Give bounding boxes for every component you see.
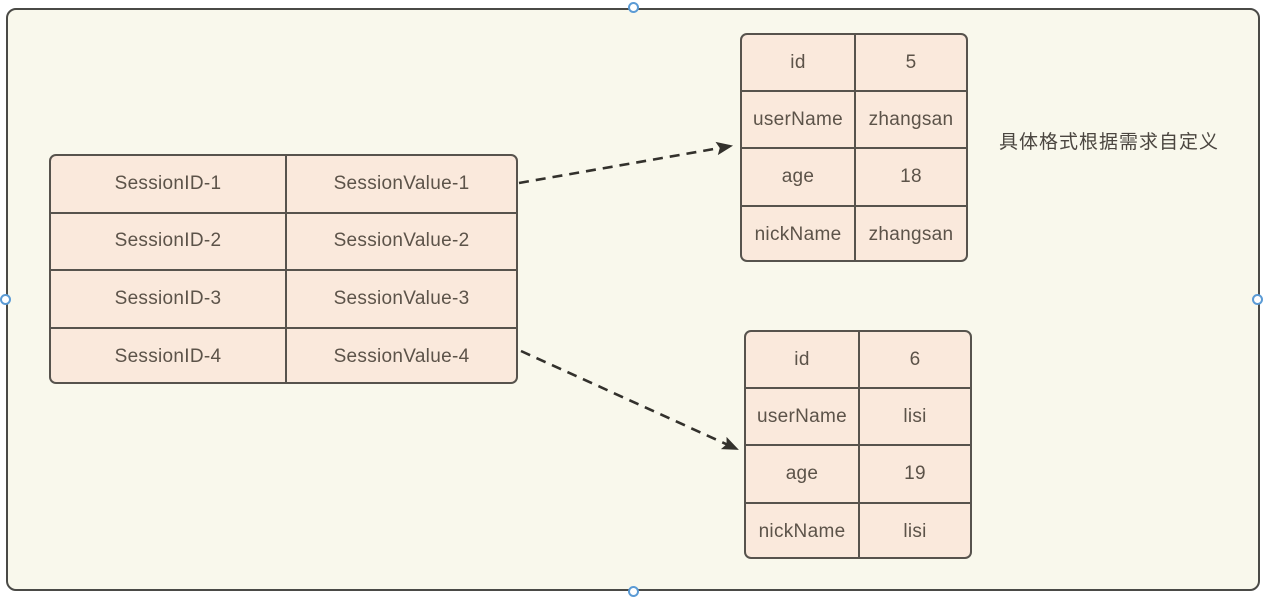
session-value-cell: SessionValue-1 — [333, 172, 470, 194]
session-id-cell: SessionID-2 — [51, 213, 287, 269]
field-name-cell: userName — [742, 92, 856, 148]
session-id-cell: SessionID-4 — [51, 328, 287, 382]
field-name-cell: nickName — [746, 503, 860, 557]
session-id-cell: SessionID-3 — [51, 271, 287, 327]
selection-handle-right[interactable] — [1252, 294, 1263, 305]
session-value-cell: SessionValue-3 — [333, 287, 470, 309]
selection-handle-left[interactable] — [0, 294, 11, 305]
field-value-cell: 18 — [900, 165, 922, 187]
field-name-cell: nickName — [742, 206, 856, 260]
session-value-cell: SessionValue-2 — [333, 230, 470, 252]
field-name-cell: id — [746, 332, 860, 388]
session-value-cell: SessionValue-4 — [333, 346, 470, 368]
table-row: SessionID-4 SessionValue-4 — [51, 328, 516, 382]
table-row: SessionID-1 SessionValue-1 — [51, 156, 516, 214]
table-row: age 19 — [746, 446, 970, 504]
session-store-table[interactable]: SessionID-1 SessionValue-1 SessionID-2 S… — [49, 154, 518, 384]
field-value-cell: lisi — [903, 405, 927, 427]
table-row: age 18 — [742, 149, 966, 207]
selection-handle-bottom[interactable] — [628, 586, 639, 597]
annotation-note: 具体格式根据需求自定义 — [999, 132, 1220, 153]
table-row: SessionID-2 SessionValue-2 — [51, 213, 516, 271]
table-row: userName lisi — [746, 389, 970, 447]
table-row: SessionID-3 SessionValue-3 — [51, 271, 516, 329]
field-value-cell: lisi — [903, 521, 927, 543]
table-row: nickName lisi — [746, 503, 970, 557]
field-value-cell: 6 — [909, 348, 921, 370]
table-row: id 6 — [746, 332, 970, 390]
selection-handle-top[interactable] — [628, 2, 639, 13]
field-name-cell: age — [746, 446, 860, 502]
field-value-cell: 19 — [904, 462, 926, 484]
field-value-cell: zhangsan — [868, 108, 954, 130]
field-name-cell: age — [742, 149, 856, 205]
table-row: nickName zhangsan — [742, 206, 966, 260]
field-name-cell: userName — [746, 389, 860, 445]
field-value-cell: 5 — [905, 51, 917, 73]
field-name-cell: id — [742, 35, 856, 91]
session-value-detail-lisi[interactable]: id 6 userName lisi age 19 nickName lisi — [744, 330, 972, 559]
session-id-cell: SessionID-1 — [51, 156, 287, 212]
field-value-cell: zhangsan — [868, 224, 954, 246]
session-value-detail-zhangsan[interactable]: id 5 userName zhangsan age 18 nickName z… — [740, 33, 968, 262]
table-row: userName zhangsan — [742, 92, 966, 150]
table-row: id 5 — [742, 35, 966, 93]
